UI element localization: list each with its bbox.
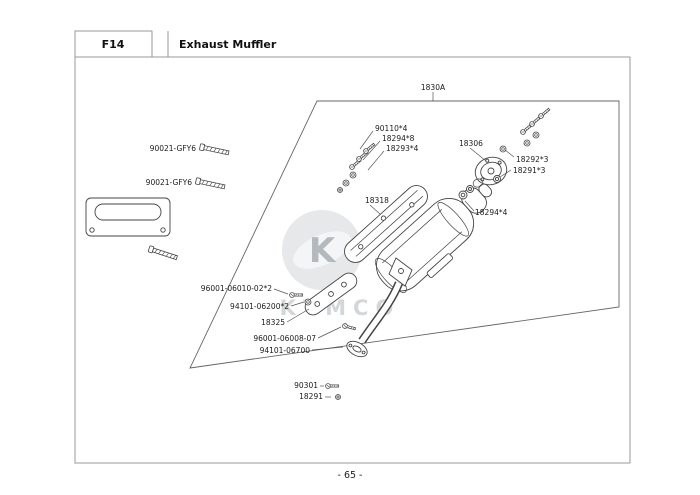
part-label-94101-06200: 94101-06200*2 — [230, 302, 289, 311]
part-label-18318: 18318 — [365, 196, 389, 205]
part-label-94101-06700: 94101-06700 — [260, 346, 311, 355]
part-label-18291-3: 18291*3 — [513, 166, 546, 175]
diagram-panel-border — [189, 100, 620, 369]
cap-gasket-ring — [472, 178, 484, 188]
content-frame — [74, 56, 631, 464]
washer-icon — [304, 298, 312, 306]
pipe-flange — [346, 340, 368, 358]
washer-icon — [523, 139, 531, 147]
part-label-96001-06008: 96001-06008-07 — [253, 334, 316, 343]
muffler-bracket — [388, 257, 413, 287]
protector-plate — [304, 272, 358, 316]
washer-icon — [499, 145, 507, 153]
end-cap — [474, 156, 508, 186]
washer-icon — [349, 171, 357, 179]
part-label-18294-8: 18294*8 — [382, 134, 415, 143]
bolt-icon — [147, 245, 179, 262]
fastener-cluster-right — [493, 106, 552, 183]
kymco-watermark: K KYMCO — [280, 210, 393, 320]
section-code: F14 — [102, 38, 125, 51]
part-label-18306: 18306 — [459, 139, 483, 148]
part-label-18292: 18292*3 — [516, 155, 549, 164]
bolt-icon — [198, 143, 230, 157]
part-label-18291: 18291 — [299, 392, 323, 401]
screw-icon — [537, 106, 552, 120]
part-label-18293: 18293*4 — [386, 144, 419, 153]
part-label-90021-gfy6-1: 90021-GFY6 — [150, 144, 197, 153]
tail-pipe — [346, 281, 403, 358]
bolt-icon — [194, 177, 226, 191]
page-number: - 65 - — [338, 470, 363, 481]
leader-lines — [273, 92, 515, 398]
part-label-90301: 90301 — [294, 381, 318, 390]
gasket-plate — [85, 197, 171, 237]
screw-icon — [341, 322, 357, 332]
watermark-logo-oval — [293, 231, 351, 269]
part-label-18294-4: 18294*4 — [475, 208, 508, 217]
washer-icon — [532, 131, 540, 139]
heat-shield — [344, 185, 428, 263]
muffler-gaskets — [458, 185, 474, 200]
part-label-90021-gfy6-2: 90021-GFY6 — [146, 178, 193, 187]
assembly-label: 1830A — [421, 83, 446, 92]
part-label-96001-06010: 96001-06010-02*2 — [201, 284, 272, 293]
washer-icon — [342, 179, 350, 187]
part-label-90110: 90110*4 — [375, 124, 408, 133]
screw-icon — [325, 383, 340, 389]
watermark-logo-letter: K — [309, 231, 337, 271]
part-label-18325: 18325 — [261, 318, 285, 327]
page-title: Exhaust Muffler — [179, 38, 277, 51]
nut-icon — [337, 187, 343, 193]
nut-icon — [335, 394, 341, 400]
washer-icon — [494, 176, 500, 182]
